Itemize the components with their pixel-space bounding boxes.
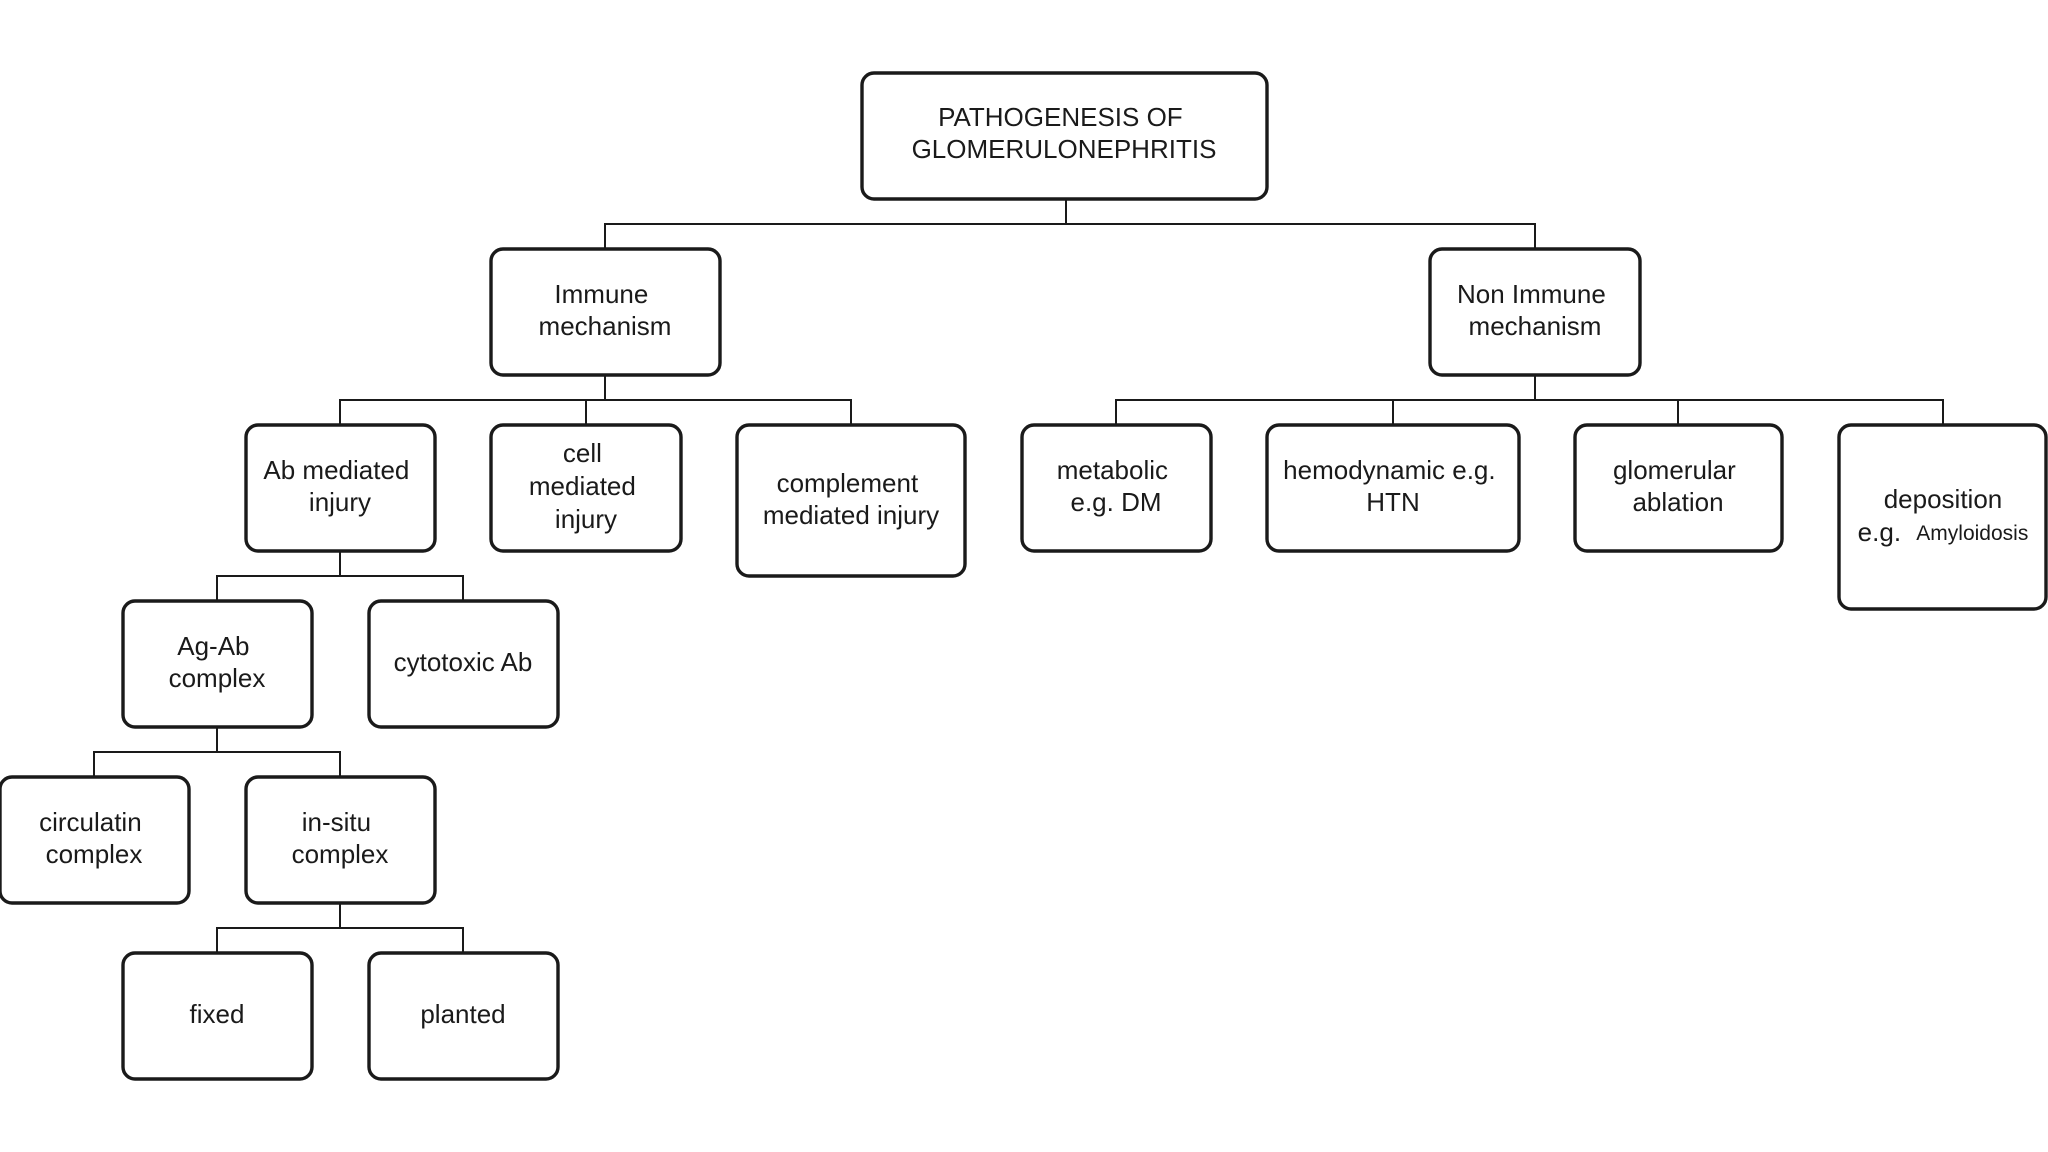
complement-label-line1: complement — [777, 468, 919, 498]
svg-text:e.g. Amyloidosis: e.g. Amyloidosis — [1858, 517, 2029, 547]
connector-root-to-non-immune — [1066, 223, 1536, 249]
svg-text:fixed: fixed — [190, 999, 245, 1029]
svg-text:glomerular ablation: glomerular ablation — [1613, 455, 1743, 517]
svg-text:Ab mediated injury: Ab mediated injury — [263, 455, 416, 517]
hemodynamic-label-line2: HTN — [1366, 487, 1419, 517]
ab-mediated-label-line1: Ab mediated — [263, 455, 409, 485]
svg-text:Ag-Ab complex: Ag-Ab complex — [169, 631, 266, 693]
svg-text:Non Immune mechanism: Non Immune mechanism — [1457, 279, 1613, 341]
svg-text:planted: planted — [420, 999, 505, 1029]
svg-text:complement mediated inju: complement mediated injury — [763, 468, 939, 530]
glomerular-label-line2: ablation — [1632, 487, 1723, 517]
svg-text:in-situ complex: in-situ complex — [292, 807, 389, 869]
immune-label-line1: Immune — [554, 279, 648, 309]
circulatin-label-line2: complex — [46, 839, 143, 869]
cell-mediated-label-line3: injury — [555, 504, 617, 534]
in-situ-label-line2: complex — [292, 839, 389, 869]
deposition-label-line1: deposition — [1884, 484, 2003, 514]
connector-root-to-level1 — [604, 199, 1067, 249]
fixed-node: fixed — [121, 951, 314, 1081]
circulatin-complex-node: circulatin complex — [0, 775, 191, 905]
cytotoxic-label: cytotoxic Ab — [394, 647, 533, 677]
svg-text:circulatin complex: circulatin complex — [39, 807, 149, 869]
in-situ-label-line1: in-situ — [302, 807, 371, 837]
metabolic-label-line1: metabolic — [1057, 455, 1168, 485]
ab-mediated-label-line2: injury — [309, 487, 371, 517]
ab-mediated-injury-node: Ab mediated injury — [244, 423, 437, 553]
svg-text:Immune mechanism: Immune mechanism — [539, 279, 672, 341]
planted-node: planted — [367, 951, 560, 1081]
cell-mediated-label-line1: cell — [563, 438, 602, 468]
complement-label-line2: mediated injury — [763, 500, 939, 530]
cell-mediated-injury-node: cell mediated injury — [489, 423, 683, 553]
non-immune-mechanism-node: Non Immune mechanism — [1428, 247, 1642, 377]
glomerular-label-line1: glomerular — [1613, 455, 1736, 485]
svg-text:PATHOGENESIS OF GLOMERUL: PATHOGENESIS OF GLOMERULONEPHRITIS — [912, 102, 1217, 164]
complement-mediated-injury-node: complement mediated injury — [735, 423, 967, 578]
hemodynamic-node: hemodynamic e.g. HTN — [1265, 423, 1521, 553]
connector-in-situ-children — [216, 927, 464, 953]
ag-ab-complex-node: Ag-Ab complex — [121, 599, 314, 729]
non-immune-label-line2: mechanism — [1469, 311, 1602, 341]
non-immune-label-line1: Non Immune — [1457, 279, 1606, 309]
root-node: PATHOGENESIS OF GLOMERULONEPHRITIS — [860, 71, 1269, 201]
fixed-label: fixed — [190, 999, 245, 1029]
root-label-line2: GLOMERULONEPHRITIS — [912, 134, 1217, 164]
planted-label: planted — [420, 999, 505, 1029]
deposition-node: deposition e.g. Amyloidosis — [1837, 423, 2048, 611]
metabolic-node: metabolic e.g. DM — [1020, 423, 1213, 553]
immune-mechanism-node: Immune mechanism — [489, 247, 722, 377]
cell-mediated-label-line2: mediated — [529, 471, 636, 501]
connectors — [93, 199, 1944, 953]
hemodynamic-label-line1: hemodynamic e.g. — [1283, 455, 1495, 485]
circulatin-label-line1: circulatin — [39, 807, 142, 837]
svg-text:cell mediated inju: cell mediated injury — [529, 438, 643, 534]
metabolic-label-line2: e.g. DM — [1070, 487, 1161, 517]
root-label-line1: PATHOGENESIS OF — [938, 102, 1183, 132]
connector-non-immune-children-bar — [1115, 399, 1944, 425]
svg-text:cytotoxic Ab: cytotoxic Ab — [394, 647, 533, 677]
svg-text:hemodynamic e.g. HTN: hemodynamic e.g. HTN — [1283, 455, 1503, 517]
ag-ab-label-line2: complex — [169, 663, 266, 693]
ag-ab-label-line1: Ag-Ab — [177, 631, 249, 661]
connector-immune-children-bar — [339, 399, 852, 425]
glomerular-ablation-node: glomerular ablation — [1573, 423, 1784, 553]
cytotoxic-ab-node: cytotoxic Ab — [367, 599, 560, 729]
connector-ag-ab-children — [93, 751, 341, 777]
connector-ab-mediated-children — [216, 575, 464, 601]
immune-label-line2: mechanism — [539, 311, 672, 341]
deposition-label-eg: e.g. — [1858, 517, 1901, 547]
deposition-label-amyloidosis: Amyloidosis — [1916, 522, 2028, 545]
svg-text:deposition: deposition — [1884, 484, 2003, 514]
in-situ-complex-node: in-situ complex — [244, 775, 437, 905]
svg-text:metabolic e.g. DM: metabolic e.g. DM — [1057, 455, 1176, 517]
